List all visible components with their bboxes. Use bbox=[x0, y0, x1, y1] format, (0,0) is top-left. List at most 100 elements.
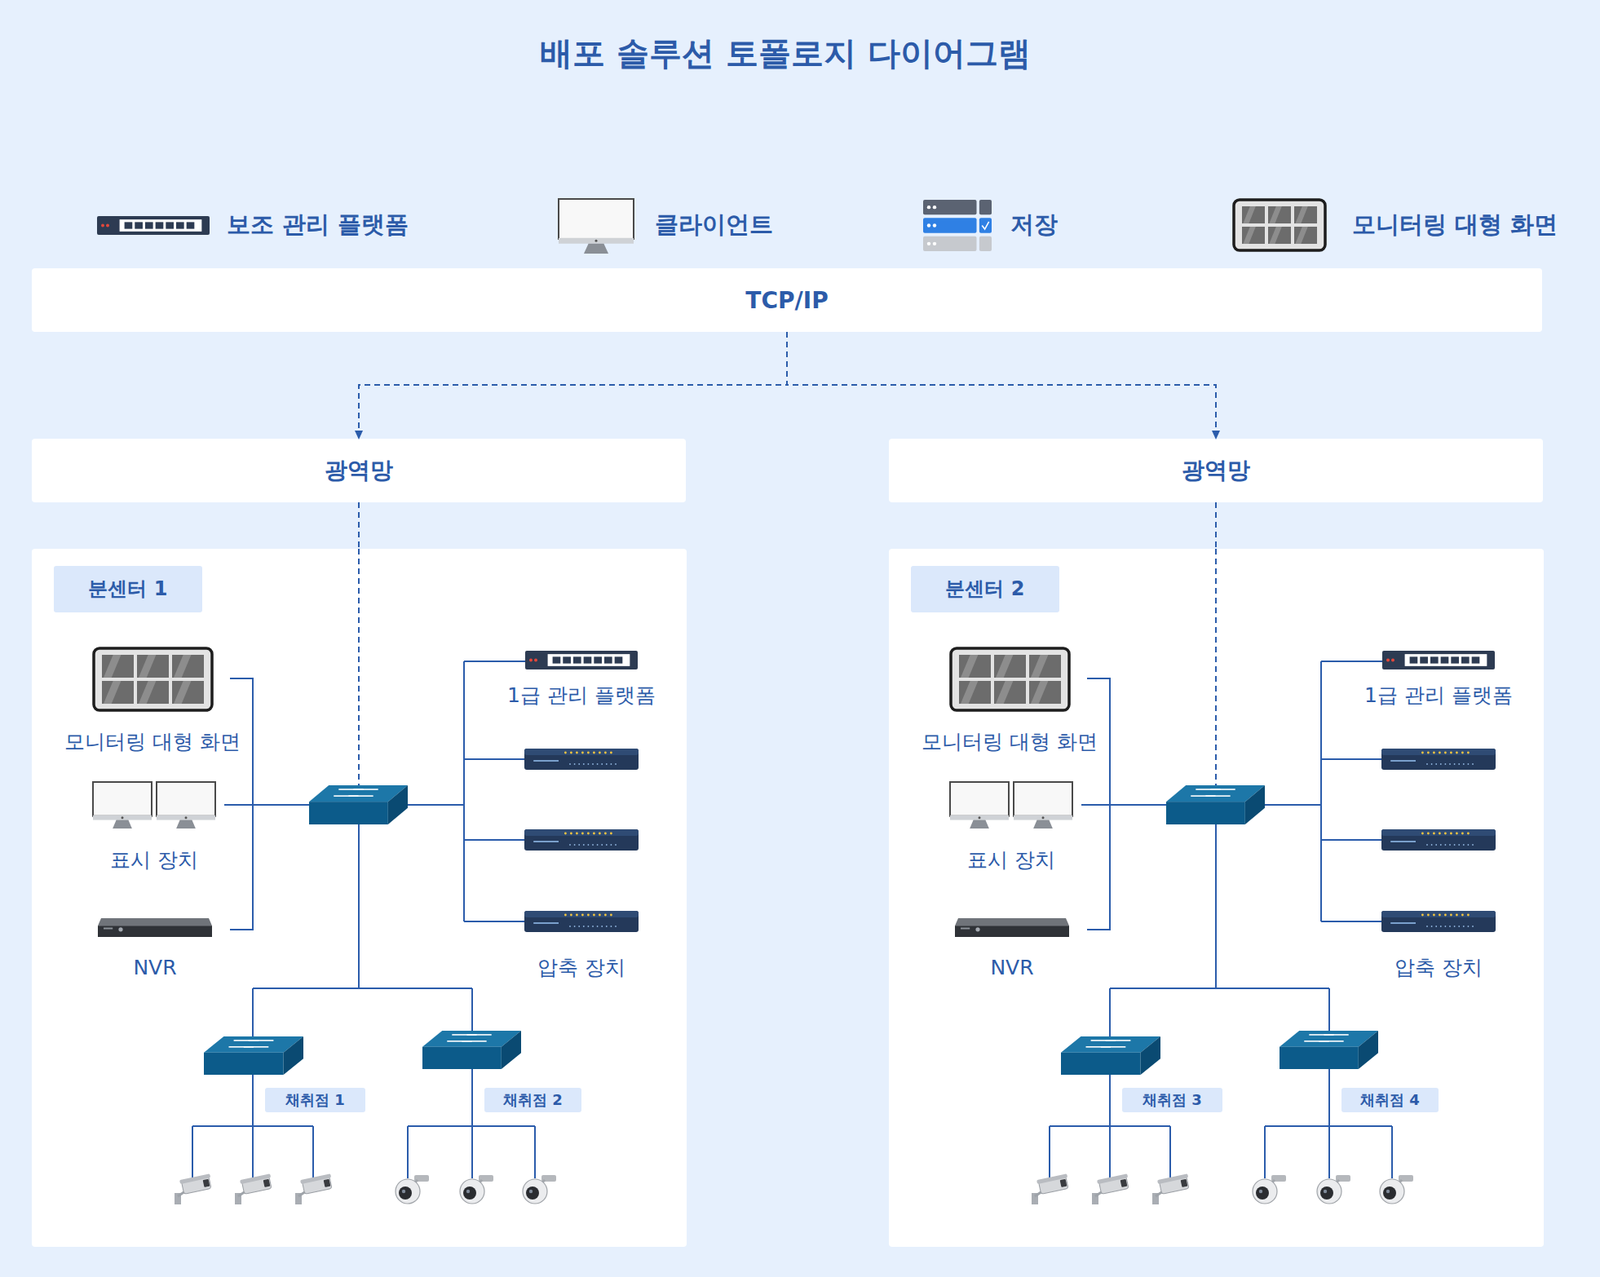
legend-icon-part bbox=[932, 205, 937, 209]
device-icon-part bbox=[1467, 751, 1470, 755]
panel-wiring-part bbox=[283, 1036, 304, 1075]
device-icon-part bbox=[1390, 760, 1416, 762]
device-icon-part bbox=[954, 925, 1070, 938]
device-node: 1급 관리 플랫폼 bbox=[483, 650, 680, 708]
panel-wiring-part bbox=[459, 1179, 485, 1204]
device-icon-part bbox=[1444, 832, 1447, 836]
panel-wiring-part bbox=[1205, 795, 1230, 797]
legend-icon-part bbox=[176, 221, 185, 229]
panel-wiring-part bbox=[1060, 1179, 1068, 1188]
device-icon-part bbox=[176, 820, 196, 829]
device-icon bbox=[97, 918, 213, 938]
device-icon-part bbox=[564, 751, 567, 755]
legend-text: 클라이언트 bbox=[654, 209, 774, 239]
device-icon-part bbox=[1471, 925, 1474, 928]
device-icon-part bbox=[575, 751, 579, 755]
panel-wiring-part bbox=[1060, 1052, 1141, 1075]
device-icon-part bbox=[601, 763, 603, 765]
legend-text: 보조 관리 플랫폼 bbox=[226, 209, 409, 239]
device-icon bbox=[949, 781, 1074, 829]
device-icon-part bbox=[137, 654, 169, 678]
device-icon-part bbox=[1461, 656, 1470, 663]
legend-icon-part bbox=[1233, 199, 1326, 251]
device-icon-part bbox=[575, 914, 579, 917]
device-icon-part bbox=[172, 654, 204, 678]
panel-wiring-part bbox=[1100, 1046, 1127, 1048]
device-icon-part bbox=[569, 763, 571, 765]
device-icon-part bbox=[601, 925, 603, 928]
device-icon-part bbox=[1454, 925, 1456, 928]
device-icon-part bbox=[604, 751, 607, 755]
panel-wiring-part bbox=[263, 1179, 271, 1188]
panel-wiring-part bbox=[398, 1186, 412, 1200]
legend-icon-part bbox=[923, 236, 977, 252]
network-link bbox=[358, 502, 360, 549]
panel-wiring-part bbox=[1379, 1179, 1405, 1204]
device-icon-part bbox=[604, 914, 607, 917]
device-icon-part bbox=[1427, 914, 1430, 917]
legend-icon-part bbox=[1241, 206, 1265, 224]
device-icon-part bbox=[1431, 763, 1433, 765]
device-icon-part bbox=[570, 914, 573, 917]
device-icon-part bbox=[1467, 763, 1470, 765]
legend-icon-part bbox=[1268, 226, 1282, 244]
legend-icon-part bbox=[1294, 206, 1318, 224]
device-icon-part bbox=[614, 763, 617, 765]
legend-icon-part bbox=[979, 217, 992, 233]
device-icon-part bbox=[609, 832, 613, 836]
device-icon-part bbox=[574, 925, 576, 928]
legend-icon-part bbox=[595, 239, 598, 243]
panel-wiring-part bbox=[463, 1186, 477, 1200]
device-label: 표시 장치 bbox=[967, 848, 1056, 873]
panel-wiring-part bbox=[309, 801, 389, 825]
device-icon-part bbox=[1426, 844, 1428, 846]
panel-wiring-part bbox=[1120, 1179, 1128, 1188]
panel-wiring-part bbox=[1252, 1179, 1278, 1204]
device-icon-part bbox=[1440, 763, 1442, 765]
device-icon-part bbox=[524, 910, 639, 918]
panel-wiring-part bbox=[224, 804, 310, 806]
device-icon-part bbox=[578, 925, 580, 928]
legend-icon-part bbox=[134, 221, 143, 229]
legend-icon bbox=[923, 199, 992, 252]
device-icon-part bbox=[1029, 654, 1061, 678]
device-icon-part bbox=[1381, 910, 1496, 918]
device-icon-part bbox=[1427, 751, 1430, 755]
site-tag: 채취점 4 bbox=[1341, 1087, 1439, 1113]
device-icon-part bbox=[172, 680, 191, 704]
device-icon bbox=[1381, 748, 1496, 933]
panel-wiring-part bbox=[1323, 1034, 1349, 1036]
legend-icon-part bbox=[119, 219, 203, 232]
device-icon-part bbox=[1381, 910, 1496, 933]
device-icon-part bbox=[1444, 914, 1447, 917]
panel-wiring-part bbox=[388, 785, 408, 825]
device-icon-part bbox=[954, 918, 1070, 926]
device-icon-part bbox=[570, 751, 573, 755]
legend-icon-part bbox=[97, 216, 210, 235]
panel-wiring-part bbox=[529, 1189, 533, 1194]
device-icon-part bbox=[587, 925, 590, 928]
device-icon-part bbox=[975, 927, 980, 932]
panel-wiring-part bbox=[1264, 1069, 1393, 1179]
panel-tag: 분센터 2 bbox=[910, 565, 1060, 613]
legend-icon bbox=[97, 216, 210, 235]
legend-icon bbox=[1232, 198, 1327, 252]
device-icon-part bbox=[1435, 763, 1437, 765]
panel-wiring-part bbox=[323, 1179, 332, 1188]
legend-icon-part bbox=[932, 223, 937, 227]
legend-icon-part bbox=[927, 205, 931, 209]
device-icon-part bbox=[112, 820, 133, 829]
legend-icon-part bbox=[583, 243, 609, 254]
device-icon-part bbox=[564, 914, 567, 917]
panel-wiring-part bbox=[395, 1179, 420, 1204]
panel-wiring-part bbox=[461, 1040, 487, 1043]
device-icon-part bbox=[950, 815, 1009, 821]
legend-icon-part bbox=[1268, 206, 1291, 224]
legend-icon-part bbox=[923, 199, 977, 215]
device-icon-part bbox=[1454, 844, 1456, 846]
device-label: 1급 관리 플랫폼 bbox=[1364, 683, 1513, 708]
legend-icon-part bbox=[186, 221, 195, 229]
device-icon-part bbox=[596, 925, 599, 928]
device-icon bbox=[524, 748, 639, 933]
